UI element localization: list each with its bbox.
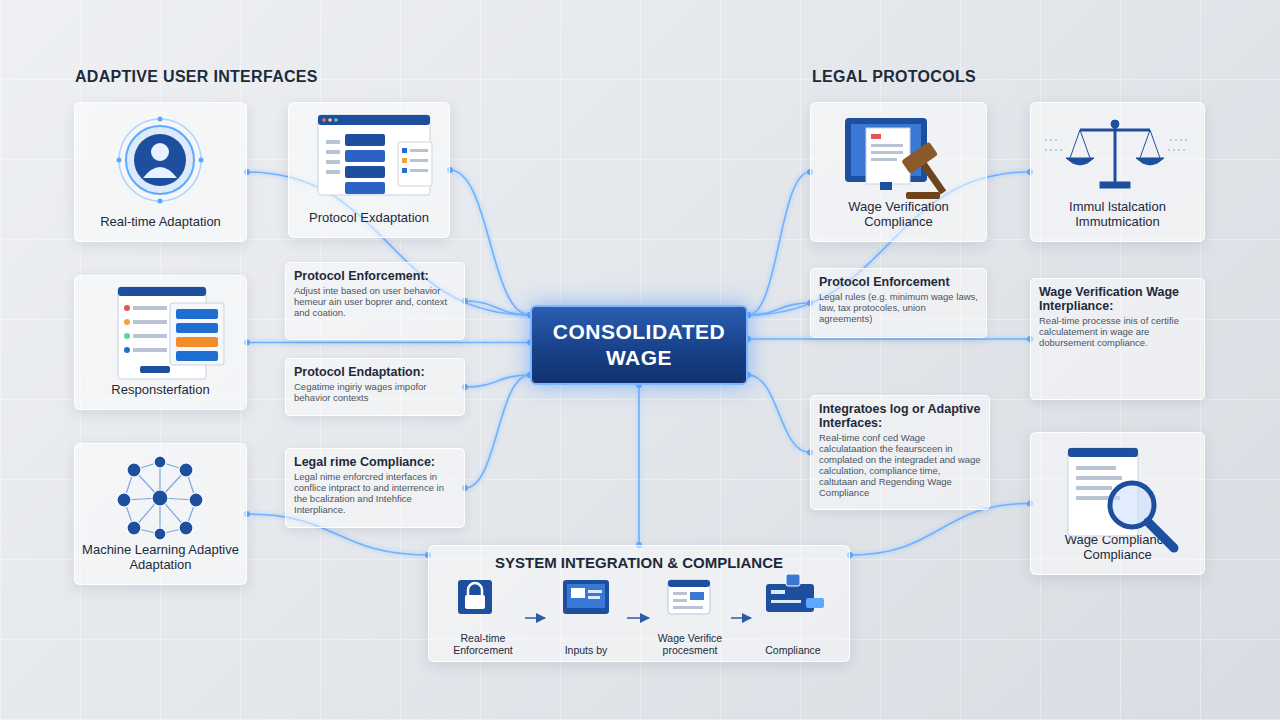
step-label: Real-time Enforcement (443, 632, 523, 656)
integration-band: SYSTEM INTEGRATION & COMPLIANCE Real-time… (428, 545, 850, 662)
step-label: Inputs by (565, 644, 608, 656)
box-heading: Protocol Endaptation: (294, 365, 456, 379)
connector-line (748, 375, 810, 453)
card-title: Responsterfation (111, 382, 209, 397)
card-title: Wage Verification Compliance (817, 199, 980, 229)
icon-card: Machine Learning Adaptive Adaptation (74, 443, 247, 585)
process-step: Compliance (751, 578, 835, 658)
step-label: Wage Verifice procesment (651, 632, 729, 656)
box-body: Legal rules (e.g. minimum wage laws, law… (819, 291, 978, 324)
card-title: Protocol Exdaptation (309, 210, 429, 225)
box-body: Real-time processe inis of certifie calc… (1039, 315, 1196, 348)
card-title: Real-time Adaptation (100, 214, 221, 229)
step-label: Compliance (765, 644, 820, 656)
process-step: Inputs by (545, 578, 627, 658)
section-heading: ADAPTIVE USER INTERFACES (75, 68, 318, 86)
icon-card: Immul lstalcation Immutmication (1030, 102, 1205, 242)
connector-line (748, 338, 1030, 340)
connector-line (638, 385, 640, 545)
text-box: Legal rime Compliance: Legal nime enforcr… (285, 448, 465, 528)
icon-card: Wage Verification Compliance (810, 102, 987, 242)
icon-card: Protocol Exdaptation (288, 102, 450, 238)
band-heading: SYSTEM INTEGRATION & COMPLIANCE (429, 554, 849, 571)
central-title: CONSOLIDATED WAGE (542, 319, 736, 371)
box-body: Cegatime ingiriy wages impofor behavior … (294, 381, 456, 403)
process-step: Wage Verifice procesment (649, 578, 731, 658)
text-box: Protocol Endaptation: Cegatime ingiriy wa… (285, 358, 465, 416)
connector-line (247, 342, 530, 344)
text-box: Wage Verification Wage Interpliance:Real… (1030, 278, 1205, 400)
connector-line (748, 172, 810, 315)
connector-line (748, 303, 810, 315)
connector-line (465, 301, 530, 315)
box-heading: Protocol Enforcement: (294, 269, 456, 283)
connector-line (465, 375, 530, 387)
section-heading: LEGAL PROTOCOLS (812, 68, 976, 86)
box-heading: Wage Verification Wage Interpliance: (1039, 285, 1196, 313)
box-heading: Legal rime Compliance: (294, 455, 456, 469)
card-title: Machine Learning Adaptive Adaptation (81, 542, 240, 572)
text-box: Protocol Enforcement: Adjust inte based o… (285, 262, 465, 340)
box-heading: Protocol Enforcement (819, 275, 978, 289)
icon-card: Wage Compliance Compliance (1030, 432, 1205, 575)
icon-card: Responsterfation (74, 275, 247, 410)
card-title: Immul lstalcation Immutmication (1037, 199, 1198, 229)
box-body: Legal nime enforcred interfaces in confl… (294, 471, 456, 515)
text-box: Integratoes log or Adaptive Interfaces:R… (810, 395, 990, 510)
text-box: Protocol EnforcementLegal rules (e.g. mi… (810, 268, 987, 338)
process-step: Real-time Enforcement (441, 578, 525, 658)
icon-card: Real-time Adaptation (74, 102, 247, 242)
card-title: Wage Compliance Compliance (1037, 532, 1198, 562)
box-body: Adjust inte based on user behavior hemeu… (294, 285, 456, 318)
connector-line (850, 504, 1030, 556)
box-heading: Integratoes log or Adaptive Interfaces: (819, 402, 981, 430)
box-body: Real-time conf ced Wage calculataation t… (819, 432, 981, 498)
connector-line (465, 375, 530, 488)
central-node: CONSOLIDATED WAGE (530, 305, 748, 385)
